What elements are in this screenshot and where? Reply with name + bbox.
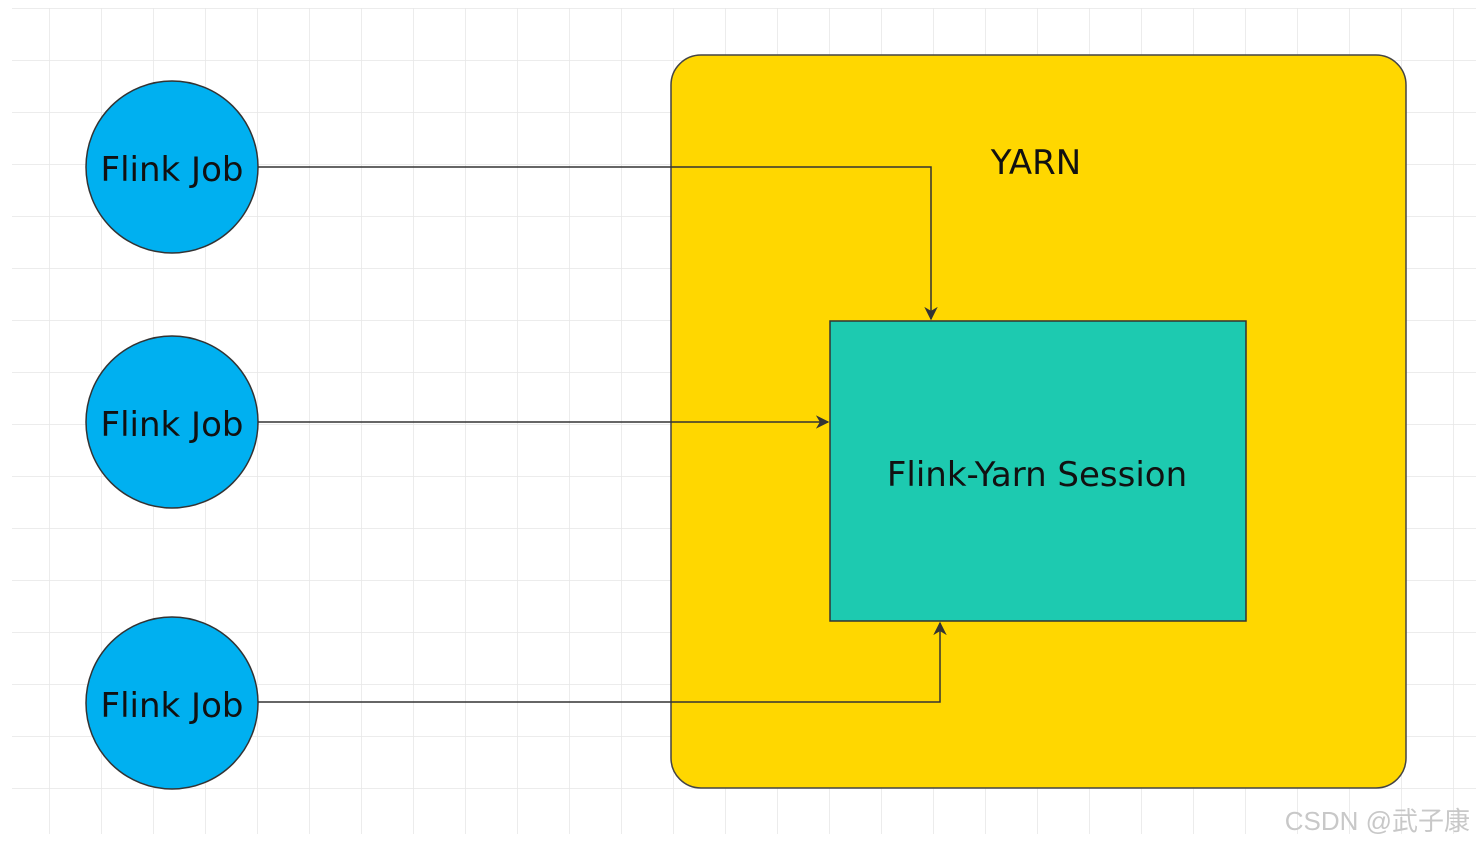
session-label: Flink-Yarn Session	[887, 455, 1187, 495]
flink-yarn-session-box[interactable]	[829, 320, 1247, 622]
flink-job-label: Flink Job	[101, 686, 244, 726]
flink-job-label: Flink Job	[101, 150, 244, 190]
flink-job-node-1[interactable]: Flink Job	[85, 80, 259, 254]
yarn-label: YARN	[990, 143, 1081, 183]
edge-job1-to-session	[258, 166, 938, 321]
watermark: CSDN @武子康	[1284, 806, 1470, 836]
flink-job-label: Flink Job	[101, 405, 244, 445]
flink-job-node-3[interactable]: Flink Job	[85, 616, 259, 790]
flink-job-node-2[interactable]: Flink Job	[85, 335, 259, 509]
edge-job3-to-session	[258, 621, 947, 703]
